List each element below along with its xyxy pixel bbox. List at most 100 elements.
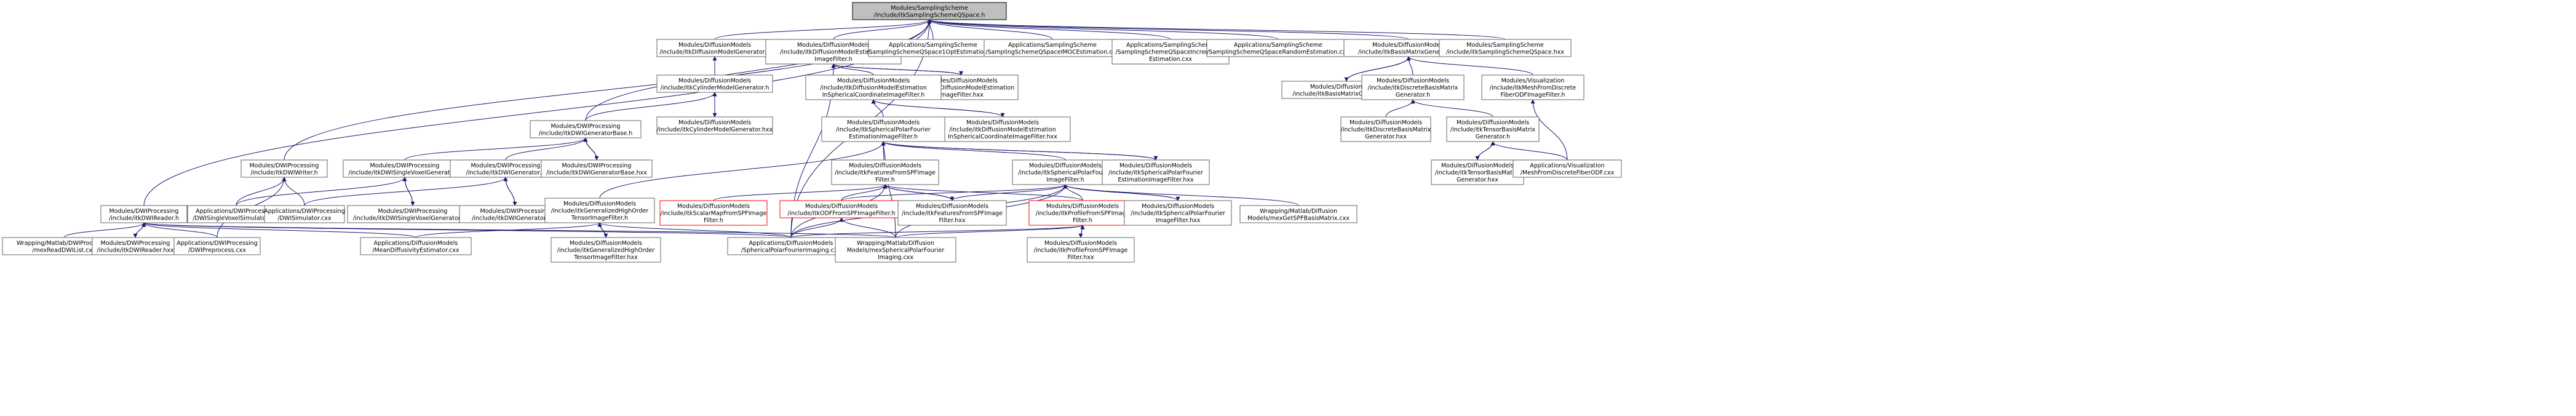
file-node[interactable]: Modules/DiffusionModels/include/itkSpher… [1102,159,1210,185]
file-node-box [897,200,1007,226]
file-node[interactable]: Modules/DiffusionModels/include/itkDiffu… [656,39,773,57]
file-node-box [100,205,188,223]
file-node[interactable]: Modules/SamplingScheme/include/itkSampli… [1439,39,1572,57]
dependency-edge-s1-to-root [927,19,934,40]
file-node-box [264,205,345,223]
dependency-edge-ghot-to-ghotx [599,222,608,238]
file-node[interactable]: Modules/DiffusionModels/include/itkTenso… [1446,116,1540,142]
file-node[interactable]: Applications/DiffusionModels/MeanDiffusi… [360,237,472,255]
file-node-label: Applications/DiffusionModels [374,240,458,247]
dependency-edge-ssim-to-dww [236,177,287,206]
root-file-node[interactable]: Modules/SamplingScheme/include/itkSampli… [852,2,1007,20]
file-node-label: Modules/DiffusionModels [805,203,878,210]
file-node-label: Modules/DiffusionModels [1044,240,1117,247]
file-node[interactable]: Modules/DWIProcessing/include/itkDWIGene… [530,120,642,138]
file-node-label: /include/itkSphericalPolarFourier [1131,210,1225,217]
file-node[interactable]: Modules/DWIProcessing/include/itkDWIWrit… [241,159,328,178]
file-node-label: Modules/DWIProcessing [109,208,179,215]
file-node-label: /include/itkDiffusionModelGenerator.h [659,49,770,55]
file-node-label: /DWIPreprocess.cxx [188,247,246,254]
file-node[interactable]: Modules/DiffusionModels/include/itkCylin… [656,116,773,135]
file-node-label: TensorImageFilter.hxx [573,254,638,261]
file-node-box [551,237,661,263]
file-node[interactable]: Modules/DiffusionModels/include/itkDiffu… [805,74,942,100]
dependency-edge-smap-to-ffs [713,184,888,201]
dependency-edge-s3-to-root [927,19,1171,40]
file-node[interactable]: Modules/DiffusionModels/include/itkFeatu… [831,159,939,185]
file-node-label: Modules/DiffusionModels [847,119,920,126]
file-node[interactable]: Applications/DWIProcessing/DWIPreprocess… [173,237,261,255]
file-node[interactable]: Modules/DiffusionModels/include/itkScala… [659,200,768,226]
file-node[interactable]: Modules/DWIProcessing/include/itkDWIRead… [92,237,179,255]
file-node[interactable]: Modules/DiffusionModels/include/itkProfi… [1027,237,1135,263]
dependency-edge-dwgb-to-root [585,19,932,121]
file-node-box [1124,200,1232,226]
dependency-edge-dme-to-dmex [833,63,963,76]
file-node[interactable]: Wrapping/Matlab/DiffusionModels/mexGetSP… [1239,205,1358,223]
file-node[interactable]: Applications/DWIProcessing/DWISimulator.… [264,205,345,223]
file-node[interactable]: Modules/DiffusionModels/include/itkSpher… [1012,159,1119,185]
dependency-edge-odf-to-spf [841,184,1068,201]
file-node-label: /include/itkSamplingSchemeQSpace.h [874,12,985,18]
file-node[interactable]: Modules/DiffusionModels/include/itkDiscr… [1361,74,1465,100]
file-node-label: Estimation.cxx [1149,56,1192,63]
dependency-edge-rdl-to-dwr [63,222,146,238]
file-node[interactable]: Applications/SamplingScheme/SamplingSche… [984,39,1121,57]
file-node[interactable]: Applications/Visualization/MeshFromDiscr… [1513,159,1622,178]
file-node-label: Applications/SamplingScheme [1126,42,1215,49]
file-node-label: Applications/DWIProcessing [177,240,257,247]
file-node[interactable]: Modules/DiffusionModels/include/itkSpher… [1124,200,1232,226]
file-node[interactable]: Applications/SamplingScheme/SamplingSche… [1206,39,1350,57]
file-node[interactable]: Modules/DiffusionModels/include/itkDiscr… [1340,116,1431,142]
file-node[interactable]: Modules/DiffusionModels/include/itkDiffu… [765,39,902,65]
file-node-label: Modules/DWIProcessing [250,162,319,169]
file-node-box [173,237,261,255]
dependency-edge-dwgb-to-cmg [585,92,717,121]
file-node[interactable]: Applications/SamplingScheme/SamplingSche… [867,39,1000,57]
file-node-label: Modules/DiffusionModels [924,78,997,84]
file-node-label: /include/itkDiffusionModelEstimation [820,85,927,92]
file-node-label: /include/itkFeaturesFromSPFImage [902,210,1003,217]
file-node-label: Modules/DiffusionModels [1441,162,1514,169]
dependency-edge-ghot-to-spfe [599,141,886,199]
file-node[interactable]: Modules/DiffusionModels/include/itkODFFr… [779,200,904,218]
file-node-label: /MeanDiffusivityEstimator.cxx [372,247,459,254]
file-node[interactable]: Modules/Visualization/include/itkMeshFro… [1481,74,1584,100]
file-node[interactable]: Modules/DiffusionModels/include/itkGener… [544,198,655,223]
file-node-label: Generator.hxx [1365,134,1407,140]
dependency-edge-ffs-to-ffsx [885,184,955,201]
file-node[interactable]: Modules/DWIProcessing/include/itkDWIRead… [100,205,188,223]
file-node-label: /include/itkSphericalPolarFourier [1018,170,1113,177]
file-node[interactable]: Modules/DWIProcessing/include/itkDWISing… [343,159,467,178]
dependency-edge-tbm-to-tbmx [1475,141,1493,161]
file-node[interactable]: Modules/DiffusionModels/include/itkCylin… [656,74,773,93]
file-node-label: EstimationImageFilter.hxx [1118,177,1194,183]
dependency-edge-dme-to-root [833,19,932,40]
file-node[interactable]: Modules/DiffusionModels/include/itkDiffu… [934,116,1071,142]
dependency-edge-vmeshc-to-vmesh [1530,99,1568,161]
file-node-label: /include/itkBasisMatrixGenerator.h [1358,49,1459,55]
file-node[interactable]: Applications/DiffusionModels/SphericalPo… [727,237,855,255]
file-node[interactable]: Modules/DiffusionModels/include/itkSpher… [821,116,945,142]
file-node[interactable]: Wrapping/Matlab/DiffusionModels/mexSpher… [835,237,956,263]
file-node-label: Modules/DiffusionModels [797,42,870,49]
file-node-label: Modules/DWIProcessing [101,240,170,247]
file-node[interactable]: Modules/DiffusionModels/include/itkProfi… [1028,200,1137,226]
file-node-label: /include/itkTensorBasisMatrix [1435,170,1521,177]
file-node[interactable]: Modules/DiffusionModels/include/itkFeatu… [897,200,1007,226]
file-node-label: /include/itkODFFromSPFImageFilter.h [787,210,895,217]
file-node[interactable]: Modules/DWIProcessing/include/itkDWISing… [347,205,479,223]
file-node[interactable]: Modules/DWIProcessing/include/itkDWIGene… [541,159,653,178]
file-node-label: Applications/Visualization [1530,162,1604,169]
file-node-label: /include/itkDWIWriter.h [250,169,317,176]
file-node-label: Applications/SamplingScheme [1234,42,1322,49]
file-node-label: /include/itkDiscreteBasisMatrix [1368,85,1458,92]
dependency-edge-bmg-to-root [927,19,1409,40]
dependency-edge-dwg-to-dwgx [505,177,517,206]
file-node[interactable]: Modules/DiffusionModels/include/itkGener… [551,237,661,263]
dependency-edge-prof-to-profx [1078,225,1083,238]
file-node-label: Wrapping/Matlab/Diffusion [1260,208,1337,215]
file-node[interactable]: Modules/DiffusionModels/include/itkTenso… [1431,159,1524,185]
file-node-label: Modules/DiffusionModels [837,78,910,84]
dependency-edge-dbmx-to-dbm [1385,99,1415,118]
